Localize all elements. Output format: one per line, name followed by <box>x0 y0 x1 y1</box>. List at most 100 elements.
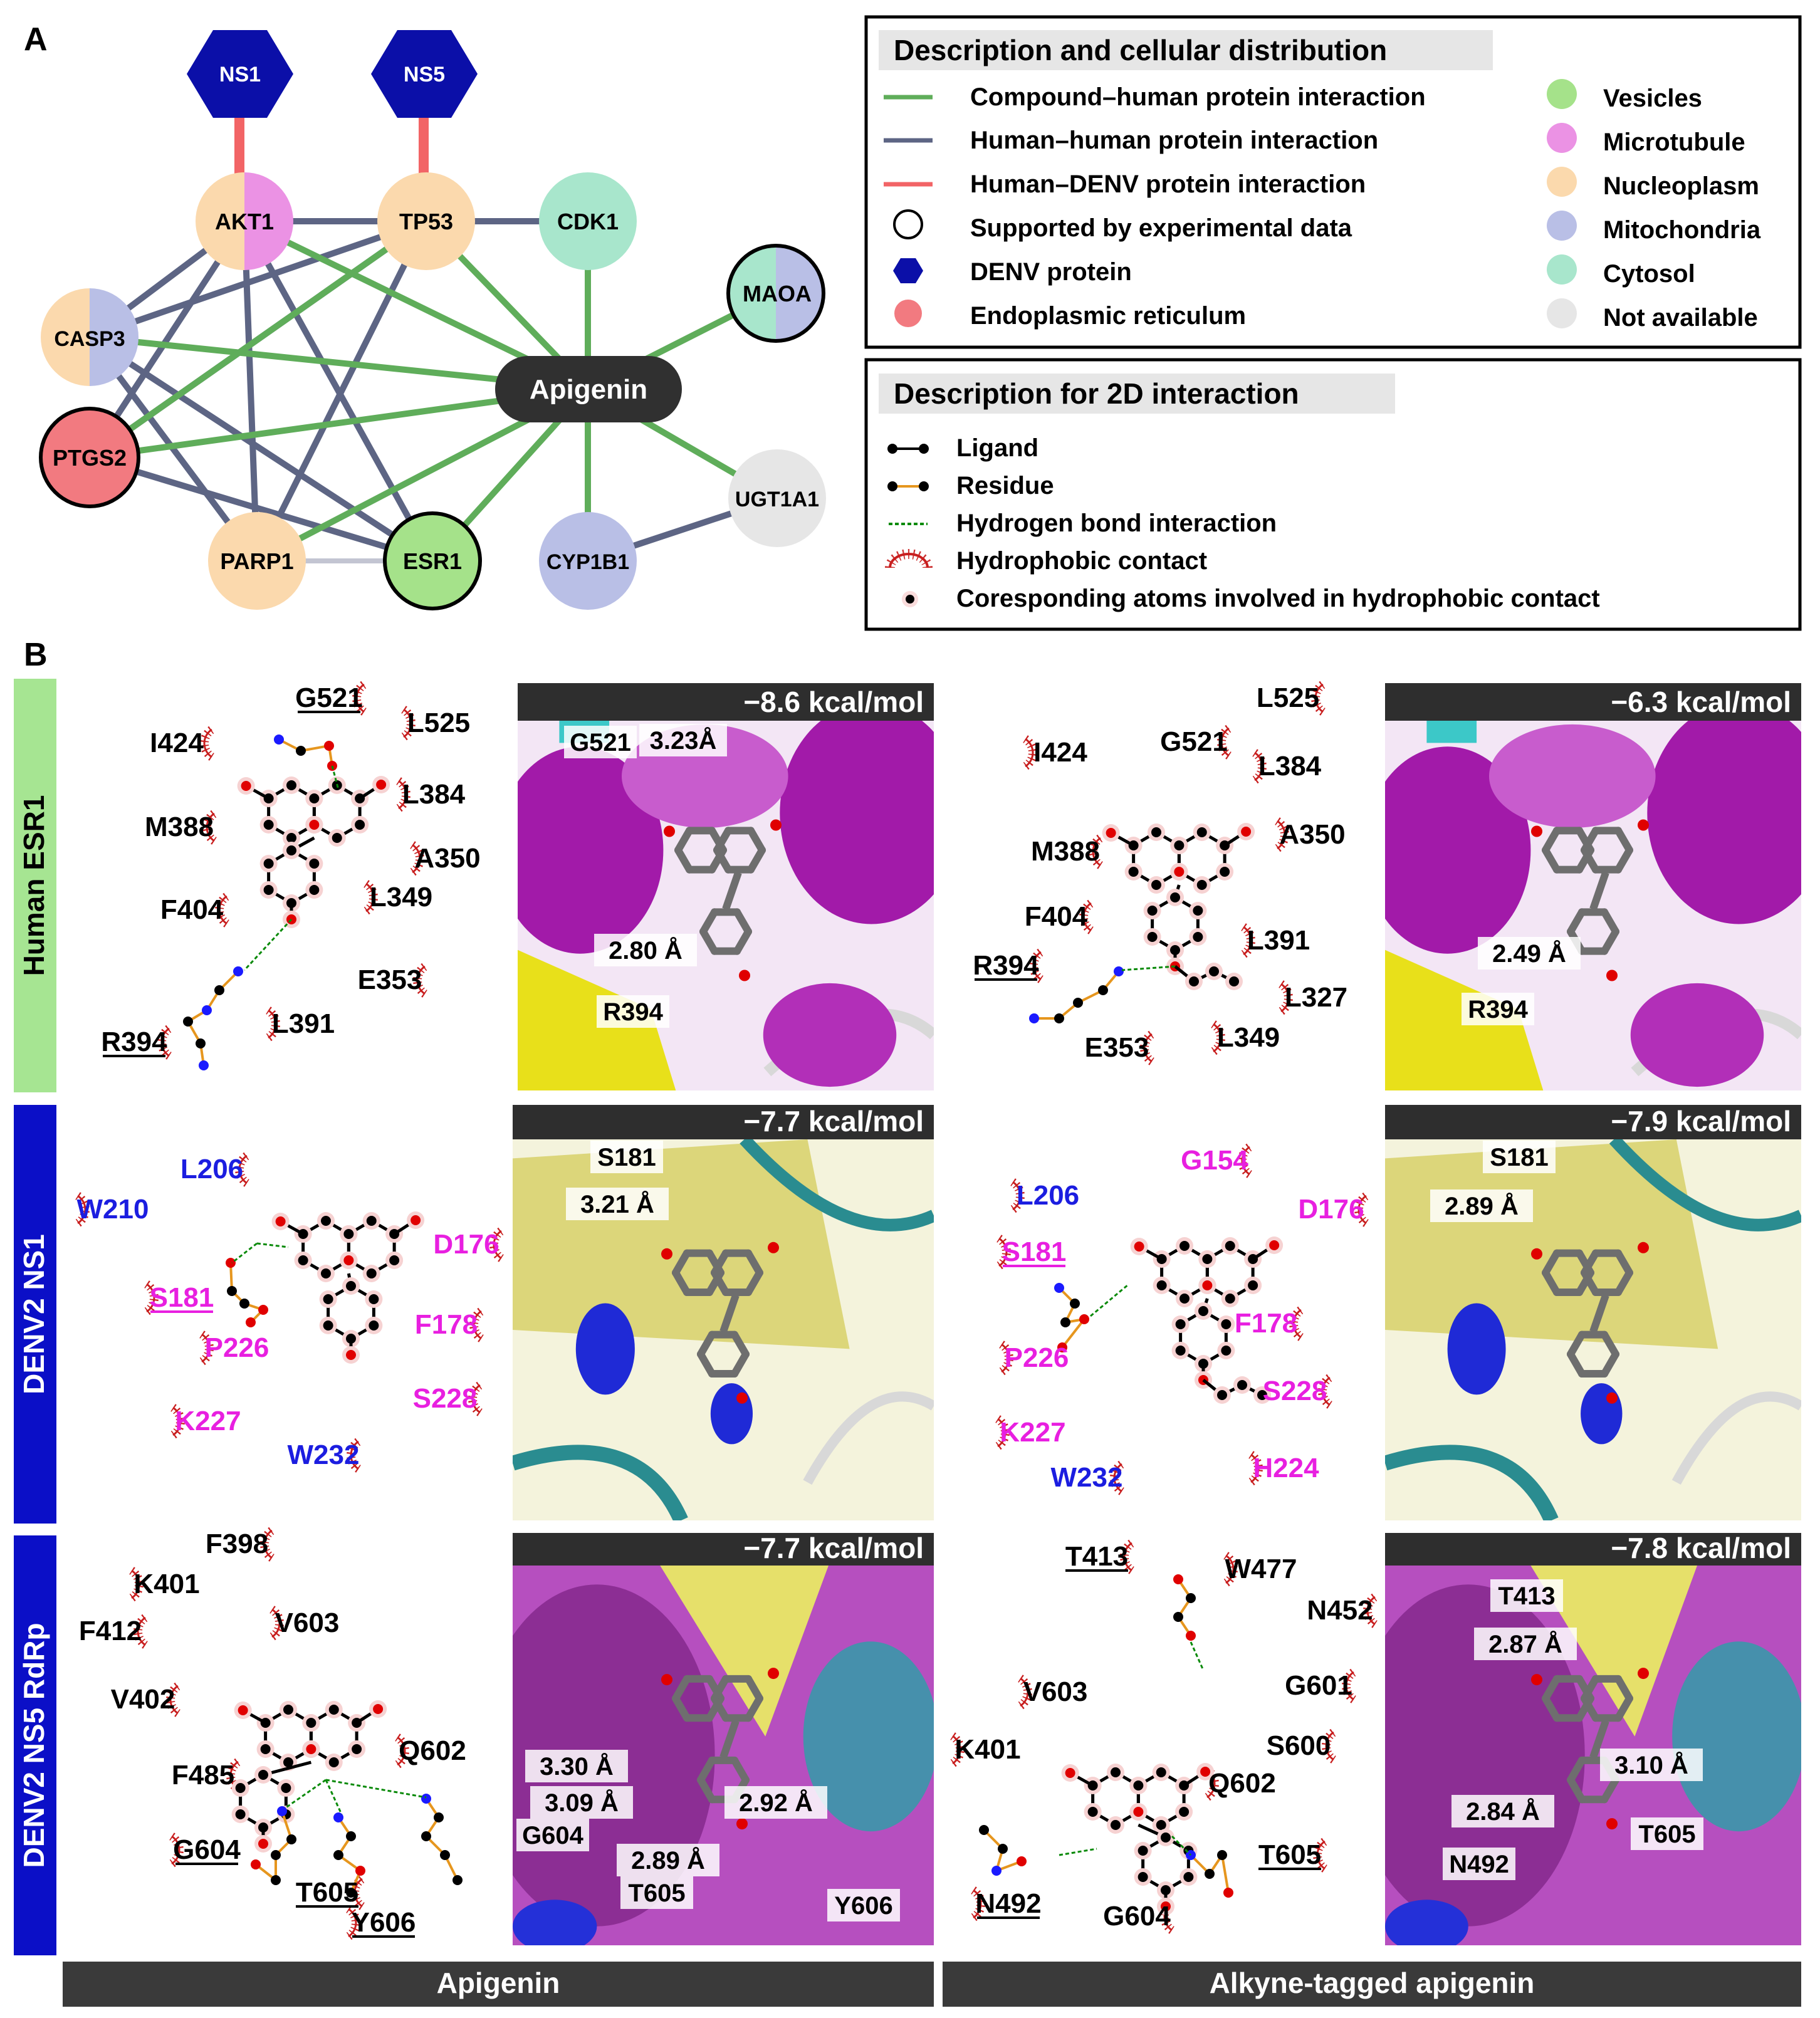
column-label-alkyne: Alkyne-tagged apigenin <box>943 1962 1801 2007</box>
node-apigenin-label: Apigenin <box>530 374 647 405</box>
render-label-bg <box>1430 1189 1533 1222</box>
residue-esr1-api-a350: A350 <box>414 843 480 874</box>
render-label: 3.09 Å <box>545 1789 619 1817</box>
render-label-bg <box>564 726 637 758</box>
render-label-bg <box>639 724 727 756</box>
residue-ns1-alk-l206: L206 <box>1017 1180 1079 1211</box>
residue-ns1-alk-w232: W232 <box>1051 1462 1123 1493</box>
binding-energy: −7.8 kcal/mol <box>1611 1532 1791 1564</box>
row-label-ns5-text: DENV2 NS5 RdRp <box>18 1623 50 1868</box>
residue-ns5-alk-g604: G604 <box>1103 1901 1171 1932</box>
protein-cartoon <box>1385 721 1801 1090</box>
edge-tp53-parp1 <box>254 218 429 564</box>
node-esr1-label: ESR1 <box>403 548 462 574</box>
network-graph: NS1 NS5 AKT1 TP53 CDK1 MAOA <box>39 30 826 610</box>
legend-nucleoplasm-icon <box>1547 167 1577 197</box>
hex-ns1: NS1 <box>187 30 293 118</box>
residue-icon <box>887 481 929 491</box>
binding-energy: −6.3 kcal/mol <box>1611 686 1791 718</box>
render-label-bg <box>1478 937 1581 970</box>
residue-ns5-api-v402: V402 <box>111 1684 175 1715</box>
residue-ns1-alk-d176: D176 <box>1298 1194 1364 1225</box>
residue-esr1-api-l525: L525 <box>407 708 470 738</box>
render-label-bg <box>1600 1749 1703 1781</box>
residue-ns1-api-p226: P226 <box>205 1332 269 1363</box>
legend-cellular-distribution: Description and cellular distribution Co… <box>864 15 1802 349</box>
residue-esr1-alk-m388: M388 <box>1031 836 1100 867</box>
node-ugt1a1-label: UGT1A1 <box>735 488 819 511</box>
residue-esr1-alk-l349: L349 <box>1217 1022 1280 1053</box>
residue-ns5-api-t605: T605 <box>296 1877 358 1908</box>
node-parp1-label: PARP1 <box>220 548 293 574</box>
residue-esr1-api-f404: F404 <box>160 894 224 925</box>
render-label-bg <box>617 1844 719 1876</box>
energy-bar <box>518 683 934 721</box>
residue-ns1-api-d176: D176 <box>433 1229 499 1260</box>
residue-ns1-api-l206: L206 <box>180 1154 243 1184</box>
legend-vesicles-icon <box>1547 79 1577 109</box>
residue-ns1-alk-k227: K227 <box>1000 1417 1065 1448</box>
energy-bar <box>1385 1105 1801 1140</box>
hex-ns1-label: NS1 <box>219 63 261 86</box>
render-label-bg <box>1462 993 1534 1025</box>
binding-energy: −7.9 kcal/mol <box>1611 1105 1791 1137</box>
render-label: R394 <box>603 998 663 1026</box>
residue-esr1-alk-l384: L384 <box>1258 751 1322 782</box>
render-label-bg <box>1483 1141 1556 1173</box>
render-label: 3.30 Å <box>540 1752 614 1780</box>
legend-cytosol-label: Cytosol <box>1603 260 1695 288</box>
render-label-bg <box>724 1786 827 1819</box>
render-label: T605 <box>1638 1821 1695 1848</box>
render-label-bg <box>594 934 697 966</box>
legend-ring-icon <box>893 209 923 239</box>
residue-ns1-alk-g154: G154 <box>1181 1145 1248 1176</box>
legend-2d-title: Description for 2D interaction <box>894 377 1299 410</box>
node-cdk1: CDK1 <box>539 172 637 270</box>
residue-ns1-alk-p226: P226 <box>1005 1342 1069 1373</box>
row-label-esr1-text: Human ESR1 <box>18 795 50 976</box>
column-label-apigenin: Apigenin <box>63 1962 934 2007</box>
render-label: 3.21 Å <box>580 1190 654 1218</box>
node-tp53: TP53 <box>377 172 475 270</box>
edge-tp53-ptgs2-green <box>86 218 429 461</box>
render-label-bg <box>525 1750 628 1782</box>
residue-ns5-alk-q602: Q602 <box>1208 1768 1276 1799</box>
residue-ns1-alk-h224: H224 <box>1253 1453 1319 1483</box>
legend-mitochondria-label: Mitochondria <box>1603 216 1761 244</box>
residue-esr1-alk-f404: F404 <box>1025 901 1088 932</box>
panel-b-label: B <box>24 637 48 673</box>
legend-mitochondria-icon <box>1547 211 1577 241</box>
legend-er-label: Endoplasmic reticulum <box>970 302 1246 330</box>
node-apigenin: Apigenin <box>495 356 682 422</box>
node-ugt1a1: UGT1A1 <box>728 449 826 547</box>
hex-ns5-label: NS5 <box>404 63 445 86</box>
residue-ns5-api-k401: K401 <box>133 1569 199 1599</box>
protein-cartoon <box>518 721 934 1090</box>
node-maoa-label: MAOA <box>743 281 812 306</box>
residue-ns1-alk-s228: S228 <box>1263 1376 1327 1406</box>
residue-ns1-api-f178: F178 <box>415 1309 478 1340</box>
render-label: R394 <box>1468 996 1528 1023</box>
residue-esr1-alk-a350: A350 <box>1279 819 1345 850</box>
render-label: 2.84 Å <box>1466 1797 1540 1826</box>
node-maoa: MAOA <box>726 244 825 343</box>
node-cyp1b1-label: CYP1B1 <box>547 550 629 574</box>
residue-esr1-api-i424: I424 <box>150 728 204 758</box>
render-label: 2.80 Å <box>609 936 682 965</box>
legend-na-icon <box>1547 298 1577 328</box>
legend-atom-label: Coresponding atoms involved in hydrophob… <box>956 585 1600 612</box>
binding-energy: −8.6 kcal/mol <box>743 686 924 718</box>
residue-esr1-api-g521: G521 <box>295 682 363 713</box>
residue-ns5-alk-v603: V603 <box>1023 1676 1088 1707</box>
residue-ns5-api-v603: V603 <box>275 1608 340 1638</box>
residue-ns1-api-w232: W232 <box>288 1440 360 1470</box>
residue-ns5-alk-n492: N492 <box>975 1888 1041 1919</box>
render-label-bg <box>1474 1628 1577 1660</box>
